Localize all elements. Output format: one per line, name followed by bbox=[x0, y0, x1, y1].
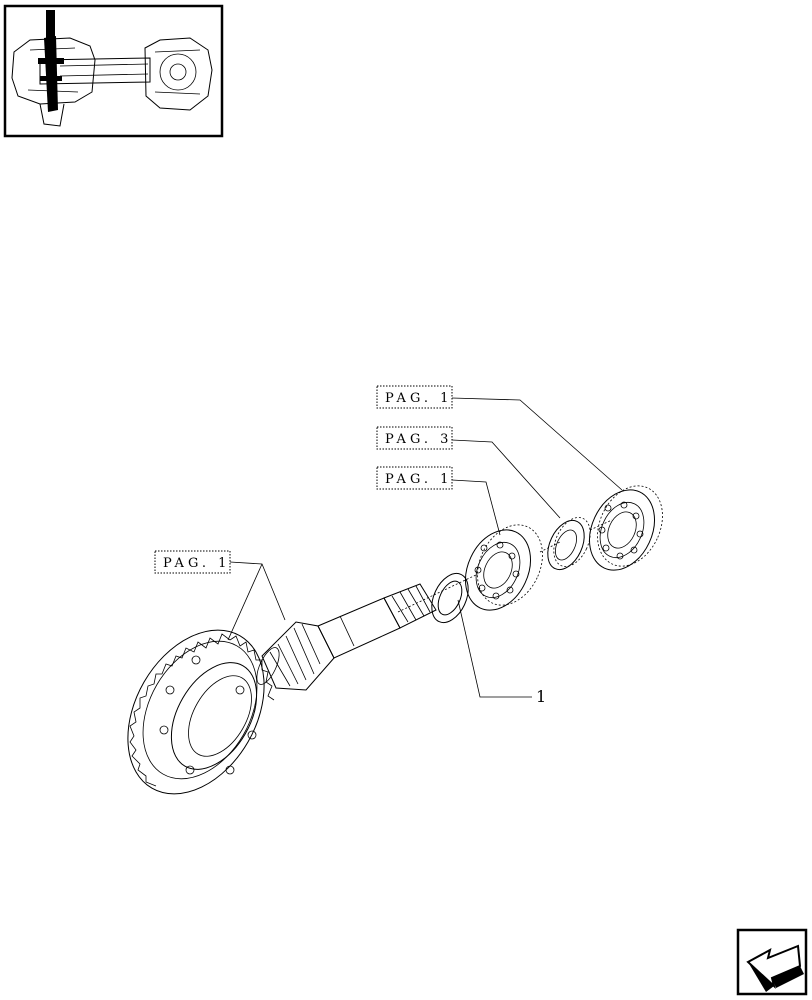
leader-lines bbox=[227, 397, 623, 698]
ring-gear[interactable] bbox=[100, 606, 292, 818]
reference-text: PAG. 1 bbox=[385, 391, 452, 406]
item-callout-1[interactable]: 1 bbox=[536, 687, 546, 706]
reference-label-spacer[interactable]: PAG. 3 bbox=[376, 426, 453, 450]
reference-text: PAG. 1 bbox=[385, 472, 452, 487]
reference-label-mid-bearing[interactable]: PAG. 1 bbox=[376, 466, 453, 490]
pinion-shaft[interactable] bbox=[252, 583, 437, 691]
assembly-axis bbox=[397, 519, 613, 613]
spacer-ring[interactable] bbox=[541, 512, 598, 576]
reference-text: PAG. 1 bbox=[163, 556, 230, 571]
reference-label-top-bearing[interactable]: PAG. 1 bbox=[376, 385, 453, 409]
shim-ring[interactable] bbox=[425, 568, 476, 629]
reference-text: PAG. 3 bbox=[385, 432, 452, 447]
reference-label-gear-set[interactable]: PAG. 1 bbox=[154, 550, 231, 574]
bearing-middle[interactable] bbox=[453, 514, 555, 620]
previous-page-arrow-icon[interactable] bbox=[736, 928, 808, 996]
axle-assembly-thumbnail bbox=[3, 4, 224, 138]
bearing-top[interactable] bbox=[577, 475, 675, 580]
